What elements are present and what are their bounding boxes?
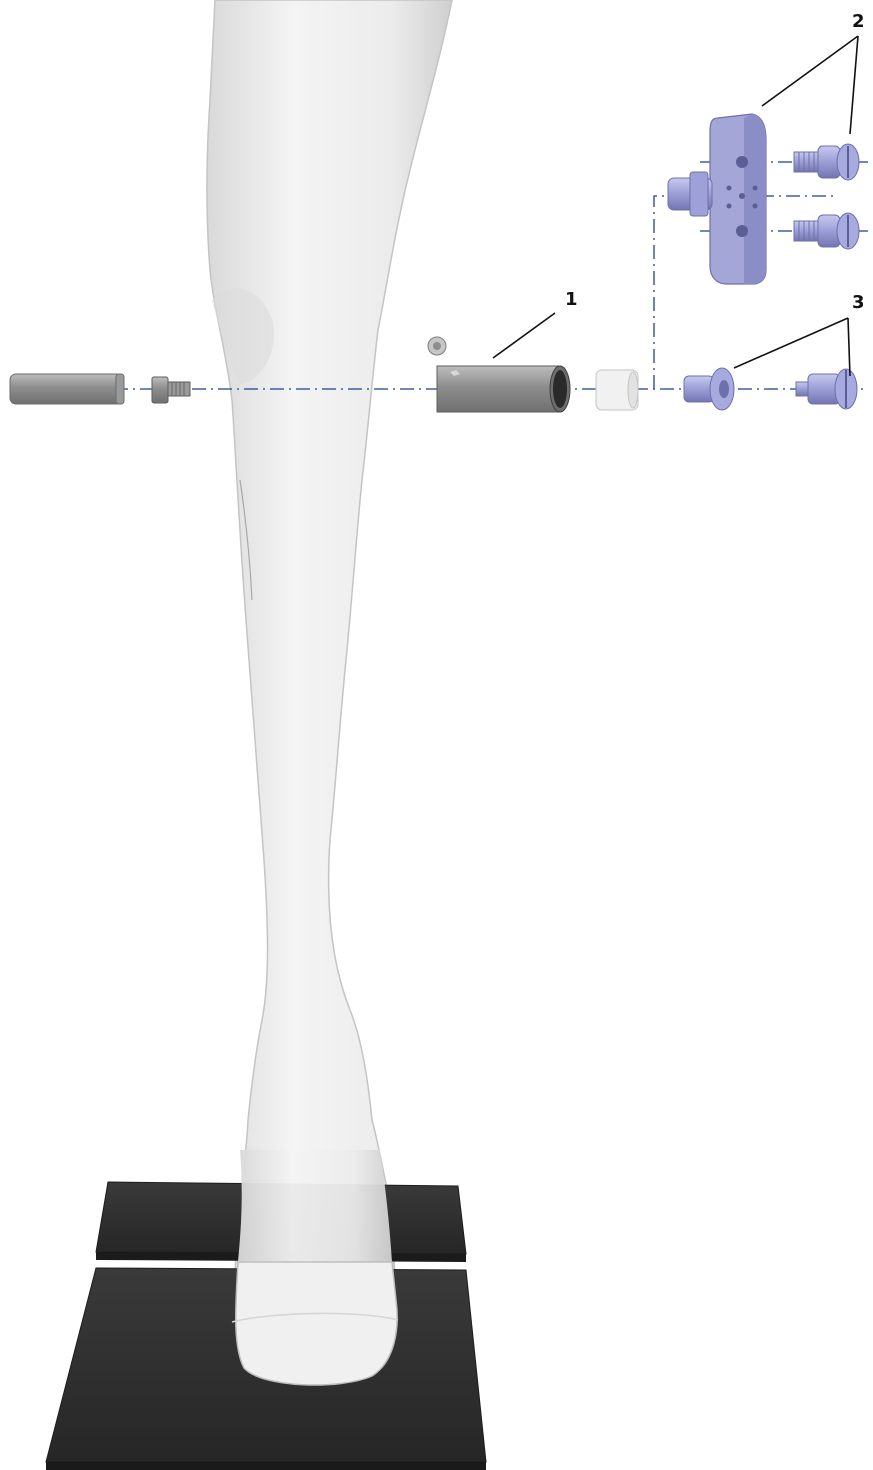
small-nut [428,337,446,355]
tube-part [437,366,570,412]
callout-3: 3 [852,292,865,313]
small-screw [152,377,190,403]
joint-bushing [684,368,734,410]
plate-screw-lower [794,213,859,249]
leg-foot-front [232,1150,398,1385]
plate-screw-upper [794,144,859,180]
callout-2: 2 [852,11,865,32]
joint-screw [796,369,857,409]
callout-1: 1 [565,289,578,310]
pin-left [10,374,124,404]
white-bushing [596,370,638,410]
mounting-plate [668,114,766,284]
